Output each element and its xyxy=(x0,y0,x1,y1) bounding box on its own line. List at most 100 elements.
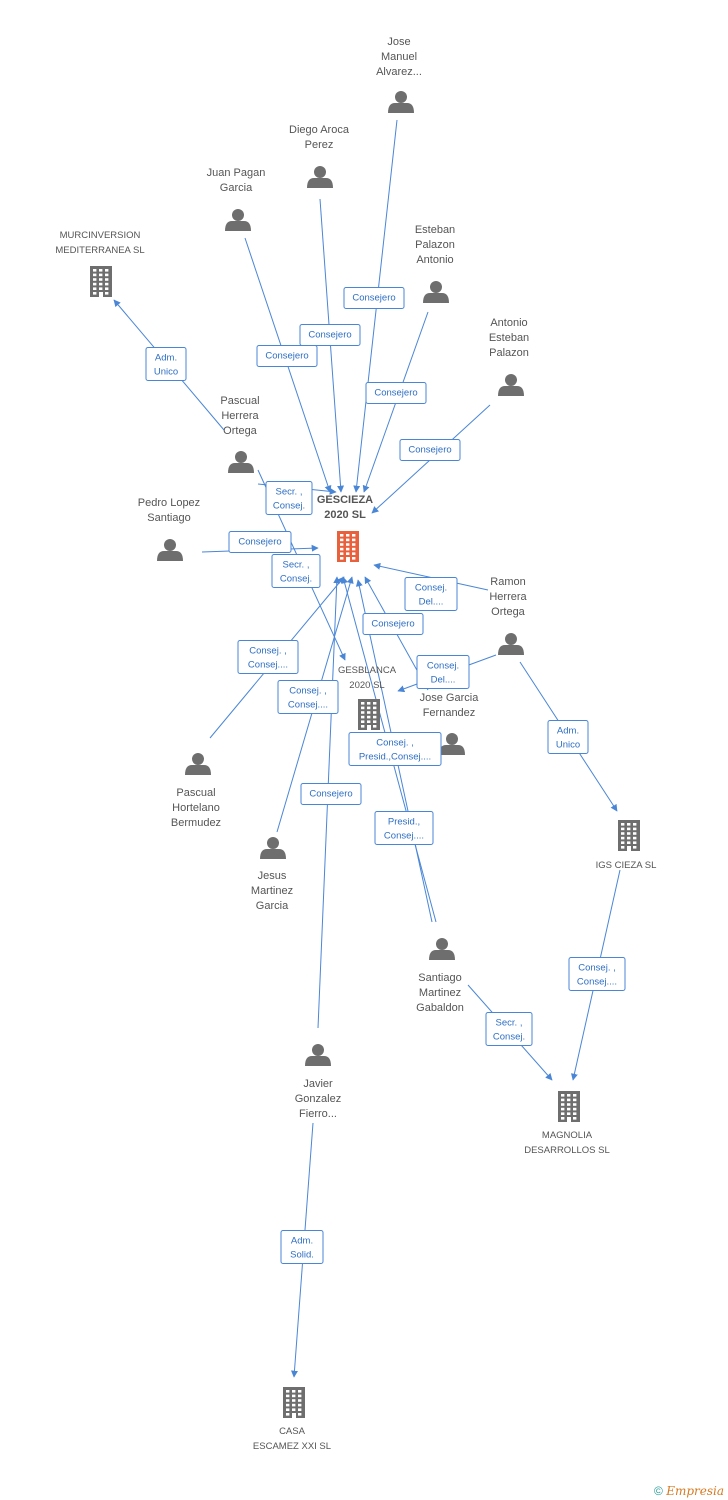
relation-label-text: Consej.... xyxy=(288,700,328,711)
node-label: Hortelano xyxy=(172,802,220,814)
node-label: Javier xyxy=(303,1078,333,1090)
relation-label-box xyxy=(547,720,589,754)
relation-label[interactable]: Adm.Solid. xyxy=(280,1230,324,1264)
node-label: Garcia xyxy=(220,182,253,194)
relation-label[interactable]: Consejero xyxy=(300,783,362,805)
relation-label-box xyxy=(299,324,361,346)
node-label: MEDITERRANEA SL xyxy=(55,245,144,256)
relation-label-text: Consejero xyxy=(352,293,395,304)
person-icon xyxy=(423,281,449,303)
node-label: Pascual xyxy=(220,395,259,407)
person-icon xyxy=(307,166,333,188)
relation-label[interactable]: Consejero xyxy=(256,345,318,367)
relation-label[interactable]: Secr. ,Consej. xyxy=(485,1012,533,1046)
node-label: Manuel xyxy=(381,51,417,63)
node-label: CASA xyxy=(279,1426,306,1437)
relation-label-text: Consejero xyxy=(371,619,414,630)
person-icon xyxy=(157,539,183,561)
node-label: Alvarez... xyxy=(376,66,422,78)
node-label: Jesus xyxy=(258,870,287,882)
relation-label[interactable]: Consejero xyxy=(362,613,424,635)
relation-label[interactable]: Consej. ,Consej.... xyxy=(277,680,339,714)
node-label: GESCIEZA xyxy=(317,494,373,506)
relation-label-box xyxy=(277,680,339,714)
relation-label-text: Consej. xyxy=(427,661,459,672)
relation-labels-layer: ConsejeroConsejeroConsejeroConsejeroCons… xyxy=(145,287,626,1264)
relation-label-text: Consej.... xyxy=(248,660,288,671)
relation-label-text: Consej.... xyxy=(577,977,617,988)
relation-label[interactable]: Consej.Del.... xyxy=(404,577,458,611)
relation-label[interactable]: Consej. ,Consej.... xyxy=(568,957,626,991)
node-javier[interactable]: JavierGonzalezFierro... xyxy=(295,1044,341,1120)
node-label: 2020 SL xyxy=(324,509,366,521)
node-label: Juan Pagan xyxy=(207,167,266,179)
person-icon xyxy=(388,91,414,113)
relation-label-text: Secr. , xyxy=(496,1018,523,1029)
building-icon xyxy=(558,1091,580,1122)
relation-label[interactable]: Consej. ,Consej.... xyxy=(237,640,299,674)
relation-label[interactable]: Consejero xyxy=(399,439,461,461)
relation-label[interactable]: Adm.Unico xyxy=(145,347,187,381)
relation-label[interactable]: Consejero xyxy=(365,382,427,404)
node-label: Pedro Lopez xyxy=(138,497,200,509)
relation-label[interactable]: Presid.,Consej.... xyxy=(374,811,434,845)
node-label: MAGNOLIA xyxy=(542,1130,593,1141)
building-icon xyxy=(618,820,640,851)
node-label: Martinez xyxy=(419,987,461,999)
building-icon xyxy=(358,699,380,730)
node-jose-manuel[interactable]: JoseManuelAlvarez... xyxy=(376,36,422,113)
node-label: Jose Garcia xyxy=(420,692,480,704)
node-label: Antonio xyxy=(416,254,453,266)
node-label: Ortega xyxy=(223,425,258,437)
relation-label[interactable]: Consej. ,Presid.,Consej.... xyxy=(348,732,442,766)
node-label: Fernandez xyxy=(423,707,476,719)
relation-label[interactable]: Consejero xyxy=(299,324,361,346)
relation-label[interactable]: Consejero xyxy=(343,287,405,309)
relation-label[interactable]: Consej. Del.... xyxy=(416,655,470,689)
relation-label-text: Consej. xyxy=(415,583,447,594)
relation-label-text: Secr. , xyxy=(276,487,303,498)
relation-label-text: Presid.,Consej.... xyxy=(359,752,431,763)
relation-label-box xyxy=(404,577,458,611)
relation-label-text: Consejero xyxy=(308,330,351,341)
relation-label[interactable]: Secr. ,Consej. xyxy=(271,554,321,588)
person-icon xyxy=(228,451,254,473)
relation-label-text: Consejero xyxy=(265,351,308,362)
node-label: Garcia xyxy=(256,900,289,912)
relation-label-box xyxy=(300,783,362,805)
relation-label-text: Del.... xyxy=(431,675,456,686)
person-icon xyxy=(498,374,524,396)
node-label: Herrera xyxy=(489,591,527,603)
node-label: GESBLANCA xyxy=(338,665,397,676)
relation-label-text: Unico xyxy=(154,367,178,378)
node-igs[interactable]: IGS CIEZA SL xyxy=(596,820,657,871)
relation-label[interactable]: Adm.Unico xyxy=(547,720,589,754)
building-icon xyxy=(90,266,112,297)
node-label: Gabaldon xyxy=(416,1002,464,1014)
relation-label[interactable]: Consejero xyxy=(228,531,292,553)
node-label: Antonio xyxy=(490,317,527,329)
node-label: Perez xyxy=(305,139,334,151)
relation-label-box xyxy=(343,287,405,309)
node-label: Esteban xyxy=(415,224,455,236)
node-gescieza[interactable]: GESCIEZA 2020 SL xyxy=(317,494,373,562)
relation-label[interactable]: Secr. ,Consej. xyxy=(265,481,313,515)
person-icon xyxy=(260,837,286,859)
relation-label-text: Consej.... xyxy=(384,831,424,842)
relation-label-text: Secr. , xyxy=(283,560,310,571)
